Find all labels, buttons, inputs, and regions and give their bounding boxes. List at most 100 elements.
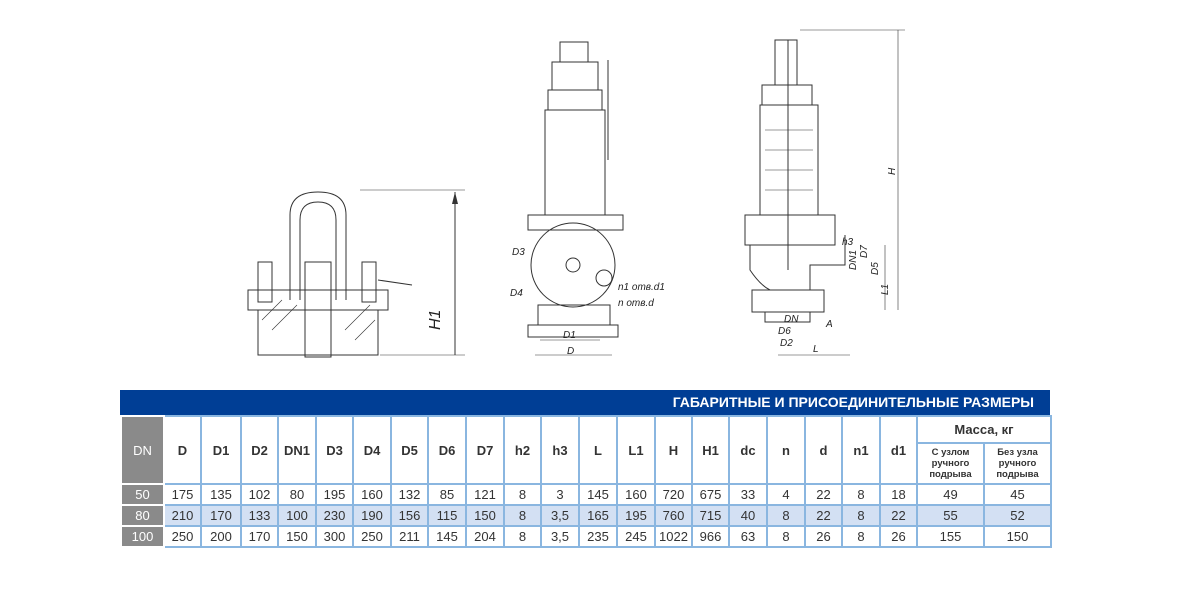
valve-drawings: H1 D3 D4 n1 отв.d1 n отв.d D1 D [247, 29, 905, 358]
value-cell: 33 [728, 483, 768, 506]
value-cell: 156 [390, 504, 429, 527]
value-cell: 300 [315, 525, 354, 548]
mass-subheader: С узлом ручного подрыва [916, 442, 985, 485]
value-cell: 3 [540, 483, 580, 506]
value-cell: 145 [427, 525, 467, 548]
value-cell: 3,5 [540, 525, 580, 548]
label-dn1: DN1 [848, 250, 859, 270]
value-cell: 26 [879, 525, 918, 548]
mass-cell: 155 [916, 525, 985, 548]
column-header: L [578, 415, 618, 485]
column-header: D3 [315, 415, 354, 485]
label-l: L [813, 344, 819, 355]
label-h3: h3 [842, 237, 854, 248]
label-d6: D6 [778, 326, 791, 337]
value-cell: 85 [427, 483, 467, 506]
dn-cell: 100 [120, 525, 165, 548]
dn-header: DN [120, 415, 165, 485]
value-cell: 204 [465, 525, 505, 548]
value-cell: 675 [691, 483, 730, 506]
value-cell: 63 [728, 525, 768, 548]
value-cell: 8 [503, 525, 542, 548]
value-cell: 3,5 [540, 504, 580, 527]
column-header: d1 [879, 415, 918, 485]
mass-cell: 150 [983, 525, 1052, 548]
column-header: D1 [200, 415, 242, 485]
value-cell: 8 [841, 483, 881, 506]
value-cell: 966 [691, 525, 730, 548]
value-cell: 115 [427, 504, 467, 527]
value-cell: 190 [352, 504, 392, 527]
value-cell: 18 [879, 483, 918, 506]
mass-cell: 52 [983, 504, 1052, 527]
value-cell: 150 [277, 525, 317, 548]
value-cell: 102 [240, 483, 279, 506]
label-d: D [567, 346, 574, 357]
column-header: D [163, 415, 202, 485]
value-cell: 8 [766, 504, 806, 527]
value-cell: 170 [240, 525, 279, 548]
value-cell: 132 [390, 483, 429, 506]
value-cell: 22 [879, 504, 918, 527]
column-header: n1 [841, 415, 881, 485]
value-cell: 150 [465, 504, 505, 527]
value-cell: 165 [578, 504, 618, 527]
value-cell: 195 [616, 504, 656, 527]
value-cell: 175 [163, 483, 202, 506]
value-cell: 8 [766, 525, 806, 548]
table-title-banner: ГАБАРИТНЫЕ И ПРИСОЕДИНИТЕЛЬНЫЕ РАЗМЕРЫ [120, 390, 1050, 415]
value-cell: 195 [315, 483, 354, 506]
front-view-drawing: D3 D4 n1 отв.d1 n отв.d D1 D [510, 41, 665, 357]
label-n-holes: n отв.d [618, 298, 654, 309]
value-cell: 4 [766, 483, 806, 506]
column-header: H [654, 415, 693, 485]
column-header: dc [728, 415, 768, 485]
value-cell: 100 [277, 504, 317, 527]
label-d7: D7 [859, 245, 870, 258]
value-cell: 135 [200, 483, 242, 506]
column-header: h2 [503, 415, 542, 485]
mass-cell: 55 [916, 504, 985, 527]
column-header: D4 [352, 415, 392, 485]
value-cell: 121 [465, 483, 505, 506]
value-cell: 26 [804, 525, 843, 548]
value-cell: 160 [352, 483, 392, 506]
value-cell: 8 [841, 525, 881, 548]
label-d1: D1 [563, 330, 576, 341]
value-cell: 22 [804, 504, 843, 527]
value-cell: 250 [352, 525, 392, 548]
value-cell: 170 [200, 504, 242, 527]
value-cell: 720 [654, 483, 693, 506]
value-cell: 200 [200, 525, 242, 548]
value-cell: 160 [616, 483, 656, 506]
dn-cell: 50 [120, 483, 165, 506]
value-cell: 235 [578, 525, 618, 548]
value-cell: 8 [503, 483, 542, 506]
label-h1: H1 [427, 310, 444, 330]
label-d3: D3 [512, 247, 525, 258]
value-cell: 715 [691, 504, 730, 527]
label-l1: L1 [880, 284, 891, 295]
mass-cell: 45 [983, 483, 1052, 506]
value-cell: 250 [163, 525, 202, 548]
label-a: A [825, 319, 833, 330]
value-cell: 245 [616, 525, 656, 548]
label-d5: D5 [870, 262, 881, 275]
column-header: n [766, 415, 806, 485]
label-n1-holes: n1 отв.d1 [618, 282, 665, 293]
column-header: D2 [240, 415, 279, 485]
value-cell: 8 [503, 504, 542, 527]
column-header: H1 [691, 415, 730, 485]
cap-section-drawing: H1 [247, 189, 465, 358]
value-cell: 80 [277, 483, 317, 506]
dn-cell: 80 [120, 504, 165, 527]
label-d4: D4 [510, 288, 523, 299]
column-header: D6 [427, 415, 467, 485]
value-cell: 133 [240, 504, 279, 527]
label-h: H [887, 167, 898, 175]
value-cell: 230 [315, 504, 354, 527]
value-cell: 211 [390, 525, 429, 548]
